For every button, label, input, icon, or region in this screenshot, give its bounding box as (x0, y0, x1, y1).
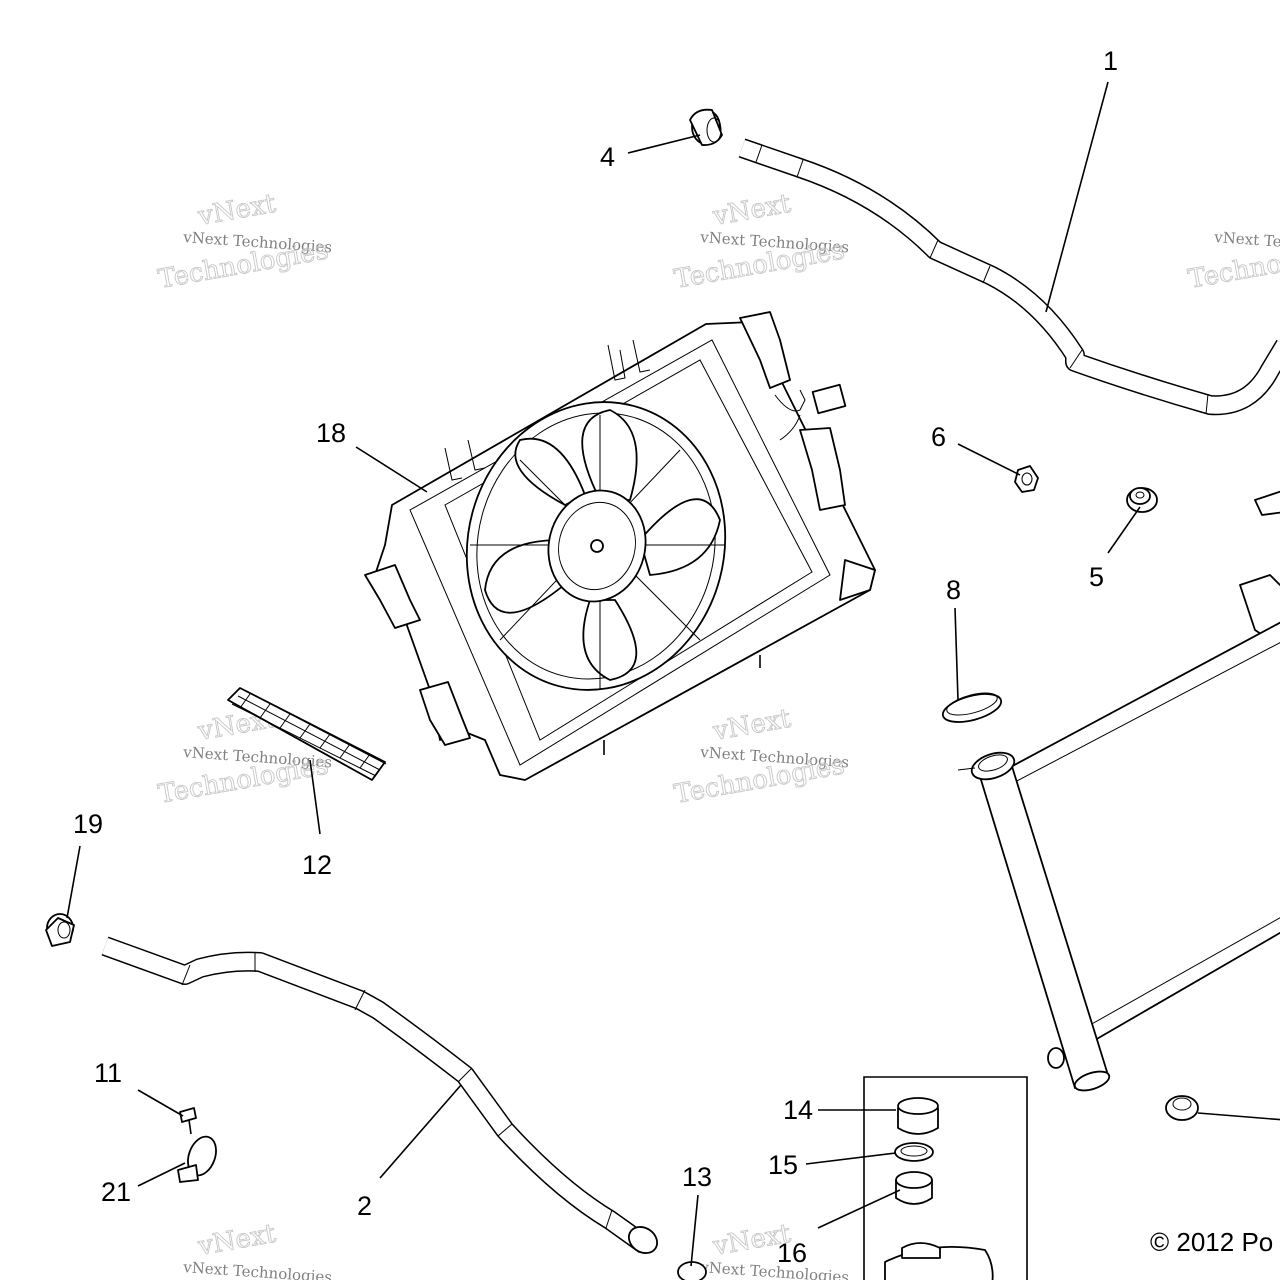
copyright-text: © 2012 Po (1150, 1227, 1273, 1257)
callout-18: 18 (316, 418, 346, 448)
clamp-part-4 (689, 108, 723, 146)
leader-lines (66, 81, 1280, 1267)
watermark-text: vNext Technologies (699, 1258, 850, 1280)
watermark-text: vNext (195, 1219, 278, 1262)
callout-14: 14 (783, 1095, 813, 1125)
watermark-text: vNext (710, 189, 793, 232)
callout-2: 2 (357, 1191, 372, 1221)
callout-6: 6 (931, 422, 946, 452)
p-clamp-part-21 (177, 1135, 217, 1183)
reservoir-cap-part-14 (897, 1097, 939, 1135)
callout-19: 19 (73, 809, 103, 839)
hose-lower-part-2 (101, 936, 658, 1254)
nut-part-6 (1014, 465, 1039, 493)
coolant-reservoir-box (863, 1076, 1028, 1280)
sleeve-part-12 (227, 687, 387, 781)
grommet-lower-right (1165, 1095, 1199, 1121)
callout-1: 1 (1103, 46, 1118, 76)
callout-5: 5 (1089, 562, 1104, 592)
callout-12: 12 (302, 850, 332, 880)
clamp-part-19 (45, 913, 75, 947)
radiator-cap-part-8 (941, 692, 1003, 723)
callout-21: 21 (101, 1177, 131, 1207)
callout-16: 16 (777, 1238, 807, 1268)
callout-15: 15 (768, 1150, 798, 1180)
hose-upper-part-1 (738, 138, 1280, 416)
watermark-text: vNext (710, 704, 793, 747)
watermark-text: vNext (195, 189, 278, 232)
watermark-text: vNext Te (1213, 228, 1280, 251)
grommet-part-5 (1126, 487, 1158, 513)
clamp-part-13 (677, 1261, 707, 1280)
callout-13: 13 (682, 1162, 712, 1192)
bolt-part-11 (179, 1107, 197, 1135)
reservoir-neck-part-16 (895, 1171, 933, 1205)
callout-8: 8 (946, 575, 961, 605)
callout-11: 11 (94, 1058, 122, 1088)
callout-labels: 1 4 18 6 5 8 12 19 2 11 21 13 14 15 16 (73, 46, 1118, 1268)
watermark-text: Technolo (1186, 245, 1280, 295)
radiator (957, 490, 1280, 1092)
fan-assembly-part-18 (364, 311, 876, 781)
o-ring-part-15 (894, 1142, 934, 1162)
callout-4: 4 (600, 142, 615, 172)
watermark-text: vNext Technologies (182, 1258, 333, 1280)
